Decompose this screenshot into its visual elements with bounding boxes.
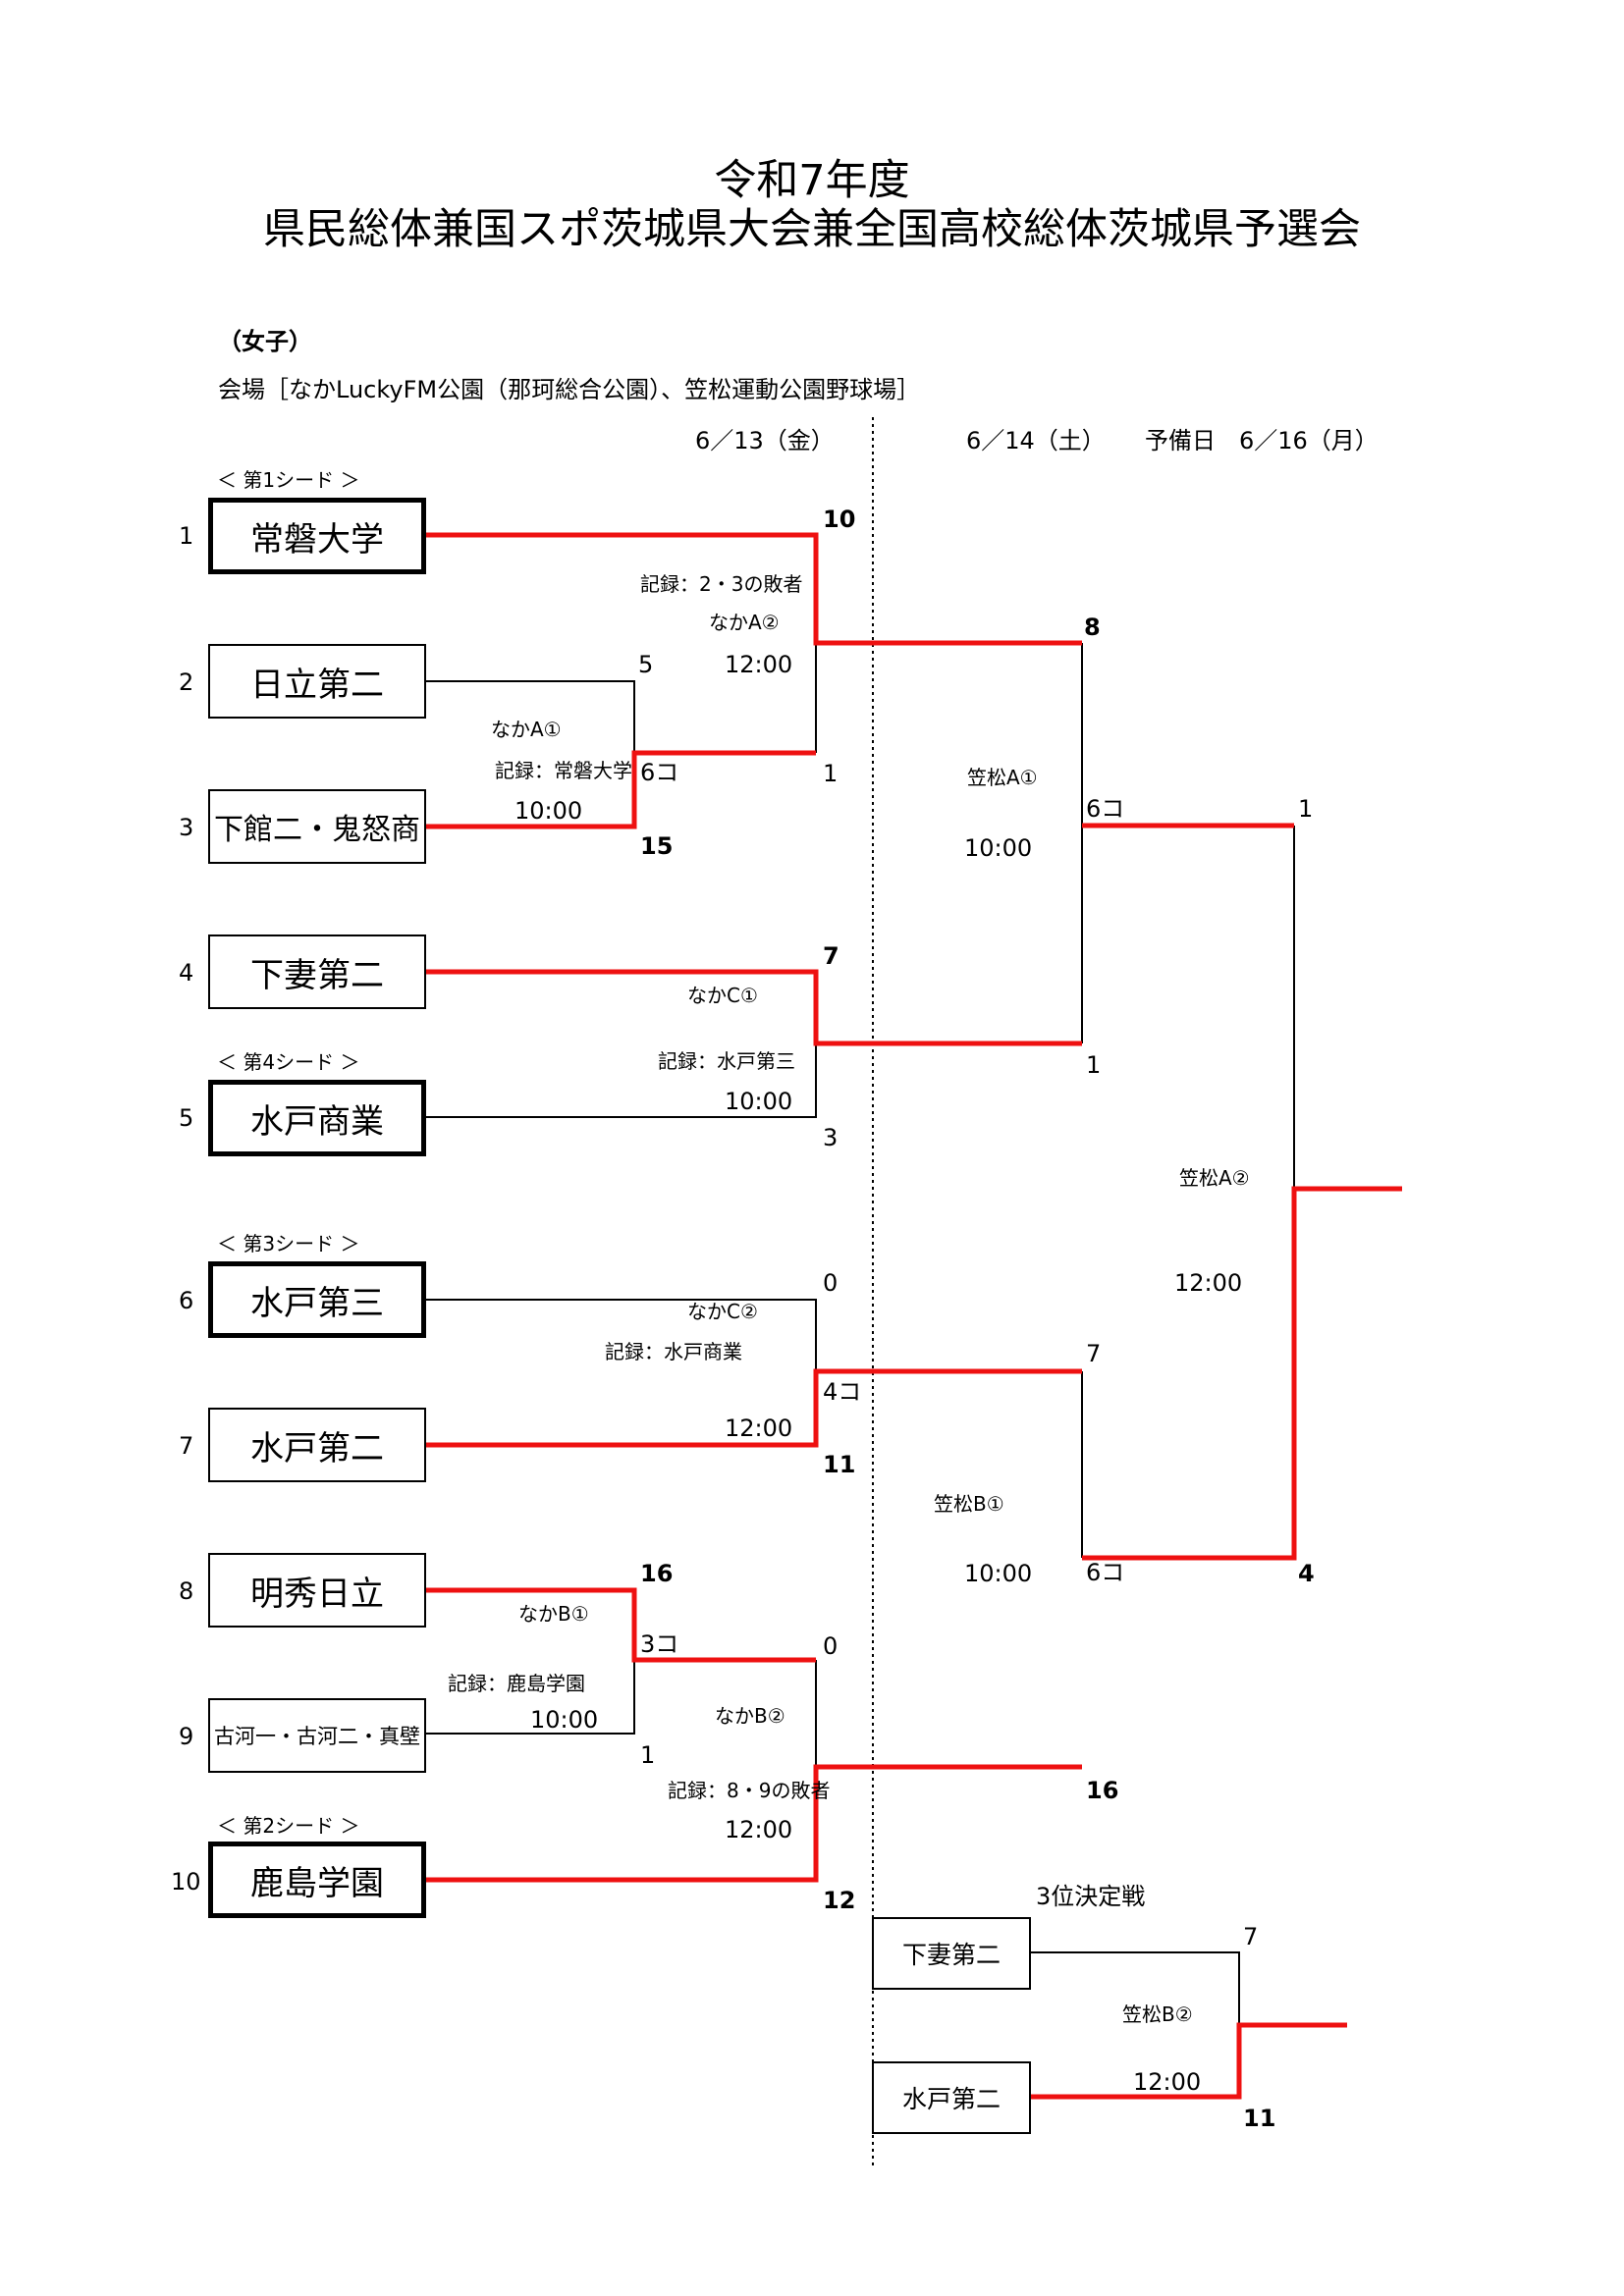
score-win: 4 xyxy=(1298,1560,1315,1587)
game-record: 記録：常磐大学 xyxy=(495,759,632,782)
game-field: なかA② xyxy=(709,611,780,634)
score: 7 xyxy=(1086,1340,1102,1367)
score-win: 12 xyxy=(823,1887,856,1914)
game-time: 12:00 xyxy=(1133,2068,1202,2096)
title-year: 令和7年度 xyxy=(714,156,910,205)
team-number: 8 xyxy=(179,1577,194,1605)
score: 5 xyxy=(638,651,654,678)
score: 6コ xyxy=(640,759,679,786)
team-box: 日立第二 xyxy=(208,644,426,719)
game-field: 笠松B① xyxy=(934,1492,1004,1516)
score: 4コ xyxy=(823,1378,862,1406)
game-time: 12:00 xyxy=(725,1415,793,1442)
date-reserve: 予備日 6／16（月） xyxy=(1145,427,1379,454)
score: 0 xyxy=(823,1632,839,1660)
score: 1 xyxy=(1086,1051,1102,1079)
team-number: 3 xyxy=(179,814,194,841)
game-record: 記録：水戸商業 xyxy=(605,1340,742,1363)
team-box-seed: 水戸第三 xyxy=(208,1261,426,1338)
team-number: 6 xyxy=(179,1287,194,1314)
game-record: 記録：2・3の敗者 xyxy=(640,572,803,596)
third-place-label: 3位決定戦 xyxy=(1036,1883,1146,1910)
score-win: 15 xyxy=(640,832,674,860)
date-day1: 6／13（金） xyxy=(695,427,835,454)
score: 7 xyxy=(1243,1923,1259,1950)
loser-lines xyxy=(426,534,1295,2025)
team-number: 7 xyxy=(179,1432,194,1460)
team-number: 9 xyxy=(179,1723,194,1750)
score-win: 11 xyxy=(1243,2105,1276,2132)
game-record: 記録：水戸第三 xyxy=(658,1049,795,1073)
team-box: 下妻第二 xyxy=(208,934,426,1009)
game-field: なかB② xyxy=(715,1704,785,1728)
score: 1 xyxy=(1298,795,1314,823)
score-win: 8 xyxy=(1084,614,1101,641)
team-number: 10 xyxy=(171,1868,201,1896)
game-time: 12:00 xyxy=(725,1816,793,1843)
game-record: 記録：鹿島学園 xyxy=(448,1672,585,1695)
team-number: 5 xyxy=(179,1104,194,1132)
score: 3 xyxy=(823,1124,839,1151)
game-time: 12:00 xyxy=(725,651,793,678)
score-win: 7 xyxy=(823,942,839,970)
score: 0 xyxy=(823,1269,839,1297)
category-label: （女子） xyxy=(218,328,312,355)
score-win: 10 xyxy=(823,506,856,533)
third-place-team-box: 下妻第二 xyxy=(872,1917,1031,1990)
winner-lines xyxy=(426,532,1402,2100)
score-win: 16 xyxy=(1086,1777,1119,1804)
seed-label-2: ＜ 第2シード ＞ xyxy=(217,1814,360,1838)
game-time: 10:00 xyxy=(514,797,583,825)
game-field: 笠松A② xyxy=(1179,1166,1250,1190)
venue-label: 会場［なかLuckyFM公園（那珂総合公園）、笠松運動公園野球場］ xyxy=(218,376,921,403)
score: 1 xyxy=(640,1741,656,1769)
score-win: 11 xyxy=(823,1451,856,1478)
title-tournament: 県民総体兼国スポ茨城県大会兼全国高校総体茨城県予選会 xyxy=(263,205,1361,254)
game-time: 10:00 xyxy=(964,834,1033,862)
score: 6コ xyxy=(1086,1559,1125,1586)
game-field: 笠松B② xyxy=(1122,2002,1193,2026)
team-number: 4 xyxy=(179,959,194,987)
game-field: なかA① xyxy=(491,718,562,741)
game-field: なかB① xyxy=(518,1602,589,1626)
seed-label-3: ＜ 第3シード ＞ xyxy=(217,1232,360,1255)
game-field: 笠松A① xyxy=(967,766,1038,789)
team-box: 下館二・鬼怒商 xyxy=(208,789,426,864)
team-box-seed: 水戸商業 xyxy=(208,1080,426,1156)
game-field: なかC② xyxy=(687,1300,758,1323)
game-time: 10:00 xyxy=(964,1560,1033,1587)
seed-label-1: ＜ 第1シード ＞ xyxy=(217,468,360,492)
score: 1 xyxy=(823,760,839,787)
team-box-seed: 常磐大学 xyxy=(208,498,426,574)
team-box: 明秀日立 xyxy=(208,1553,426,1628)
score-win: 16 xyxy=(640,1560,674,1587)
game-time: 12:00 xyxy=(1174,1269,1243,1297)
date-day2: 6／14（土） xyxy=(966,427,1106,454)
game-time: 10:00 xyxy=(530,1706,599,1734)
game-field: なかC① xyxy=(687,984,758,1007)
team-number: 1 xyxy=(179,522,194,550)
game-record: 記録：8・9の敗者 xyxy=(668,1779,831,1802)
score: 6コ xyxy=(1086,795,1125,823)
team-box: 水戸第二 xyxy=(208,1408,426,1482)
game-time: 10:00 xyxy=(725,1088,793,1115)
score: 3コ xyxy=(640,1630,679,1658)
team-number: 2 xyxy=(179,668,194,696)
seed-label-4: ＜ 第4シード ＞ xyxy=(217,1050,360,1074)
team-box: 古河一・古河二・真壁 xyxy=(208,1698,426,1773)
third-place-team-box: 水戸第二 xyxy=(872,2061,1031,2134)
team-box-seed: 鹿島学園 xyxy=(208,1842,426,1918)
